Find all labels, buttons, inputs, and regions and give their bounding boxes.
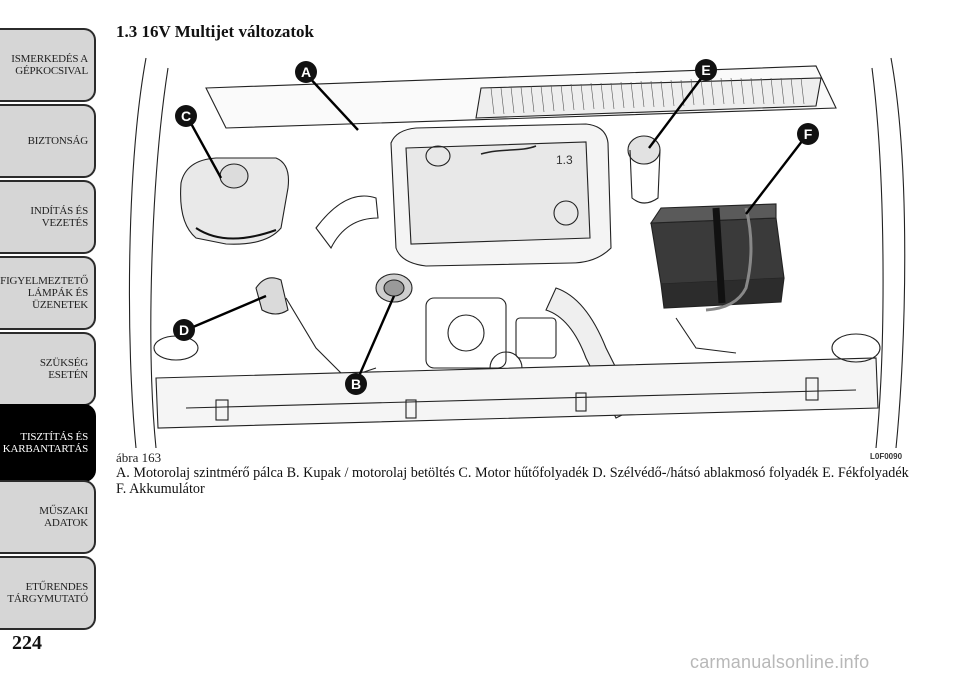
marker-c: C: [175, 105, 197, 127]
marker-a: A: [295, 61, 317, 83]
page-title: 1.3 16V Multijet változatok: [116, 22, 314, 41]
marker-d: D: [173, 319, 195, 341]
sidebar-item-figyelmezteto[interactable]: FIGYELMEZTETŐ LÁMPÁK ÉS ÜZENETEK: [0, 256, 96, 330]
engine-cover-label: 1.3: [556, 153, 573, 167]
figure-code: L0F0090: [870, 452, 903, 461]
sidebar-item-targymutato[interactable]: ETŰRENDES TÁRGYMUTATÓ: [0, 556, 96, 630]
marker-f: F: [797, 123, 819, 145]
page-number: 224: [12, 632, 42, 654]
svg-text:F: F: [804, 126, 813, 142]
sidebar-item-inditas[interactable]: INDÍTÁS ÉS VEZETÉS: [0, 180, 96, 254]
marker-e: E: [695, 59, 717, 81]
figure-legend: A. Motorolaj szintmérő pálca B. Kupak / …: [116, 465, 909, 497]
sidebar-item-ismerkedes[interactable]: ISMERKEDÉS A GÉPKOCSIVAL: [0, 28, 96, 102]
sidebar-item-tisztitas[interactable]: TISZTÍTÁS ÉS KARBANTARTÁS: [0, 404, 96, 482]
sidebar-item-szukseg[interactable]: SZÜKSÉG ESETÉN: [0, 332, 96, 406]
engine-figure: A E C F D B 1.3: [116, 48, 916, 448]
svg-text:A: A: [301, 64, 311, 80]
svg-text:B: B: [351, 376, 361, 392]
marker-b: B: [345, 373, 367, 395]
svg-text:E: E: [701, 62, 710, 78]
watermark: carmanualsonline.info: [690, 652, 870, 672]
sidebar-item-biztonsag[interactable]: BIZTONSÁG: [0, 104, 96, 178]
sidebar-item-muszaki[interactable]: MŰSZAKI ADATOK: [0, 480, 96, 554]
engine-bay-illustration: A E C F D B 1.3: [128, 57, 906, 448]
figure-caption: ábra 163: [116, 450, 162, 465]
svg-text:C: C: [181, 108, 191, 124]
svg-text:D: D: [179, 322, 189, 338]
